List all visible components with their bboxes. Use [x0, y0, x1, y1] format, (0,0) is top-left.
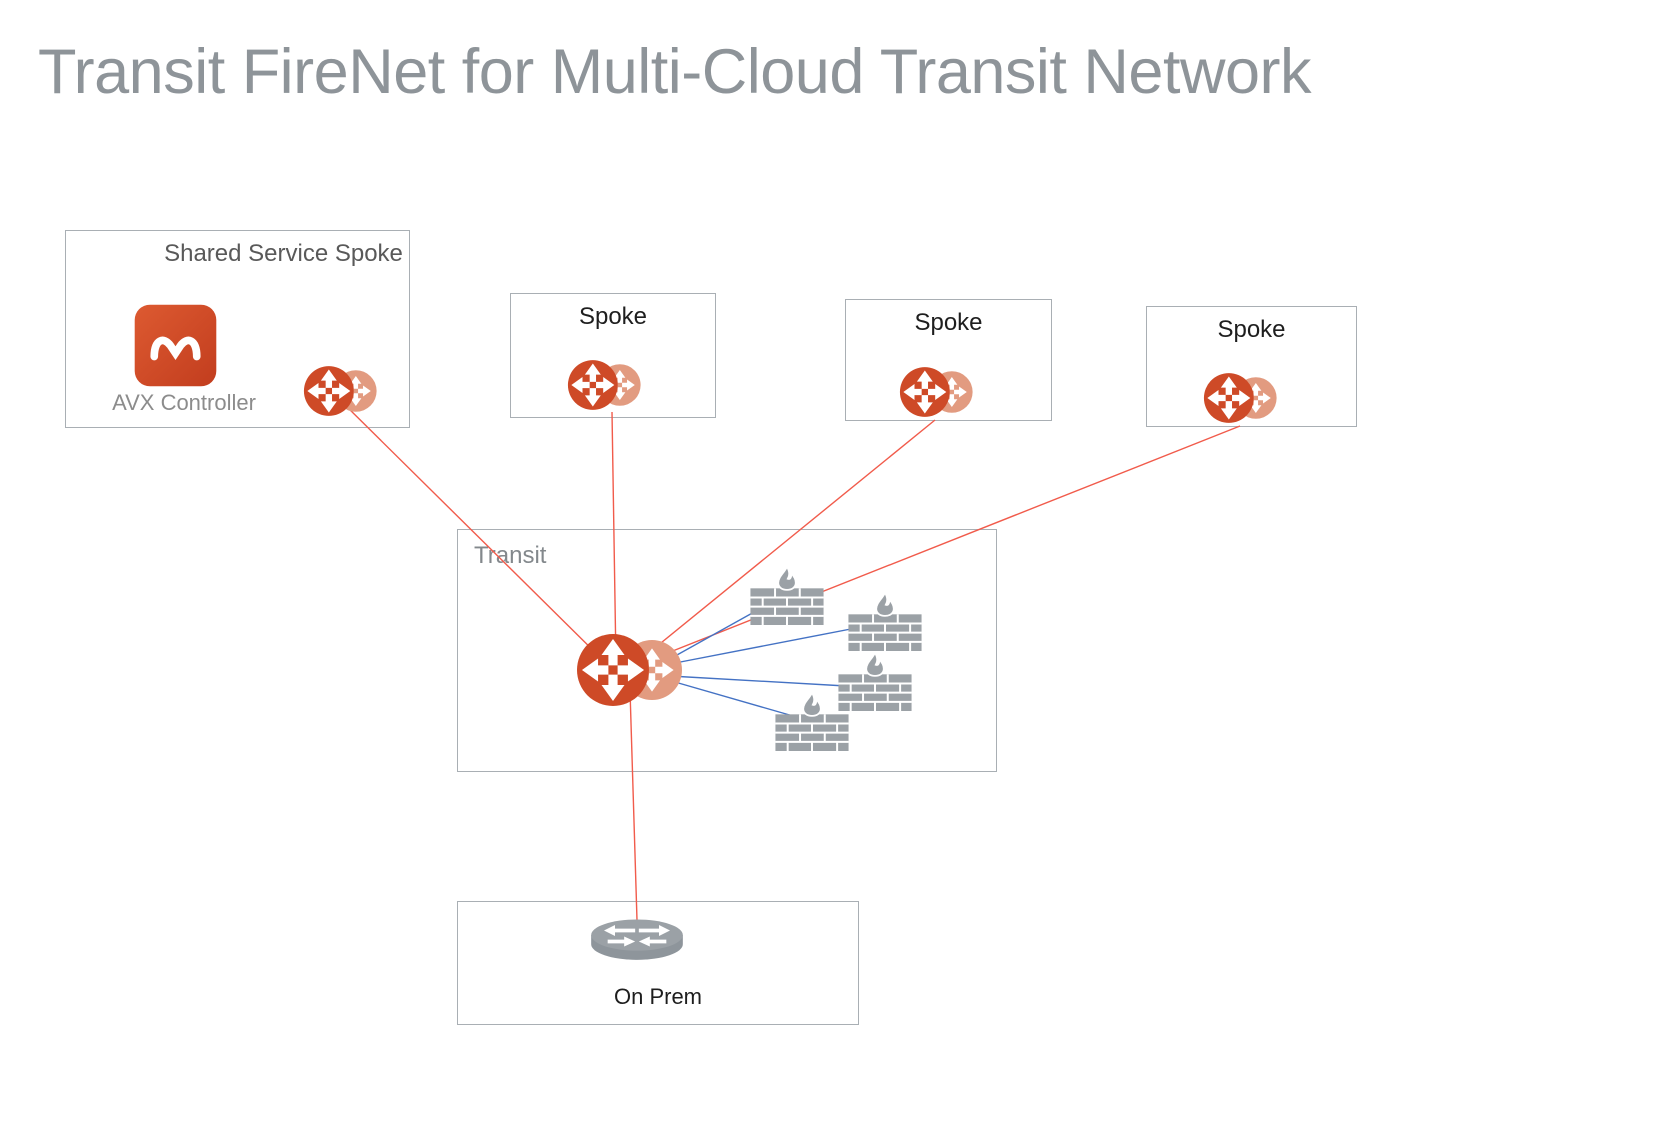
- gateway-icon-transit: [566, 618, 698, 722]
- gateway-icon-spoke-2: [892, 356, 984, 428]
- firewall-icon-3: [838, 652, 912, 711]
- gateway-icon-spoke-1: [560, 349, 652, 421]
- onprem-router-icon: [591, 919, 683, 960]
- shared-service-spoke-label: Shared Service Spoke: [164, 240, 403, 267]
- spoke-3-label: Spoke: [1217, 316, 1286, 343]
- diagram-title: Transit FireNet for Multi-Cloud Transit …: [38, 37, 1311, 107]
- firewall-icon-1: [750, 566, 824, 625]
- gateway-icon-spoke-3: [1196, 362, 1288, 434]
- firewall-icon-2: [848, 592, 922, 651]
- spoke-2-label: Spoke: [914, 309, 983, 336]
- firewall-icon-4: [775, 692, 849, 751]
- avx-controller-label: AVX Controller: [112, 390, 256, 415]
- transit-label: Transit: [474, 542, 547, 569]
- shared-service-spoke-box: Shared Service Spoke: [65, 230, 410, 428]
- avx-controller-icon: [133, 303, 218, 388]
- gateway-icon-shared-service: [296, 355, 388, 427]
- spoke-1-label: Spoke: [578, 303, 648, 330]
- onprem-label: On Prem: [613, 984, 703, 1009]
